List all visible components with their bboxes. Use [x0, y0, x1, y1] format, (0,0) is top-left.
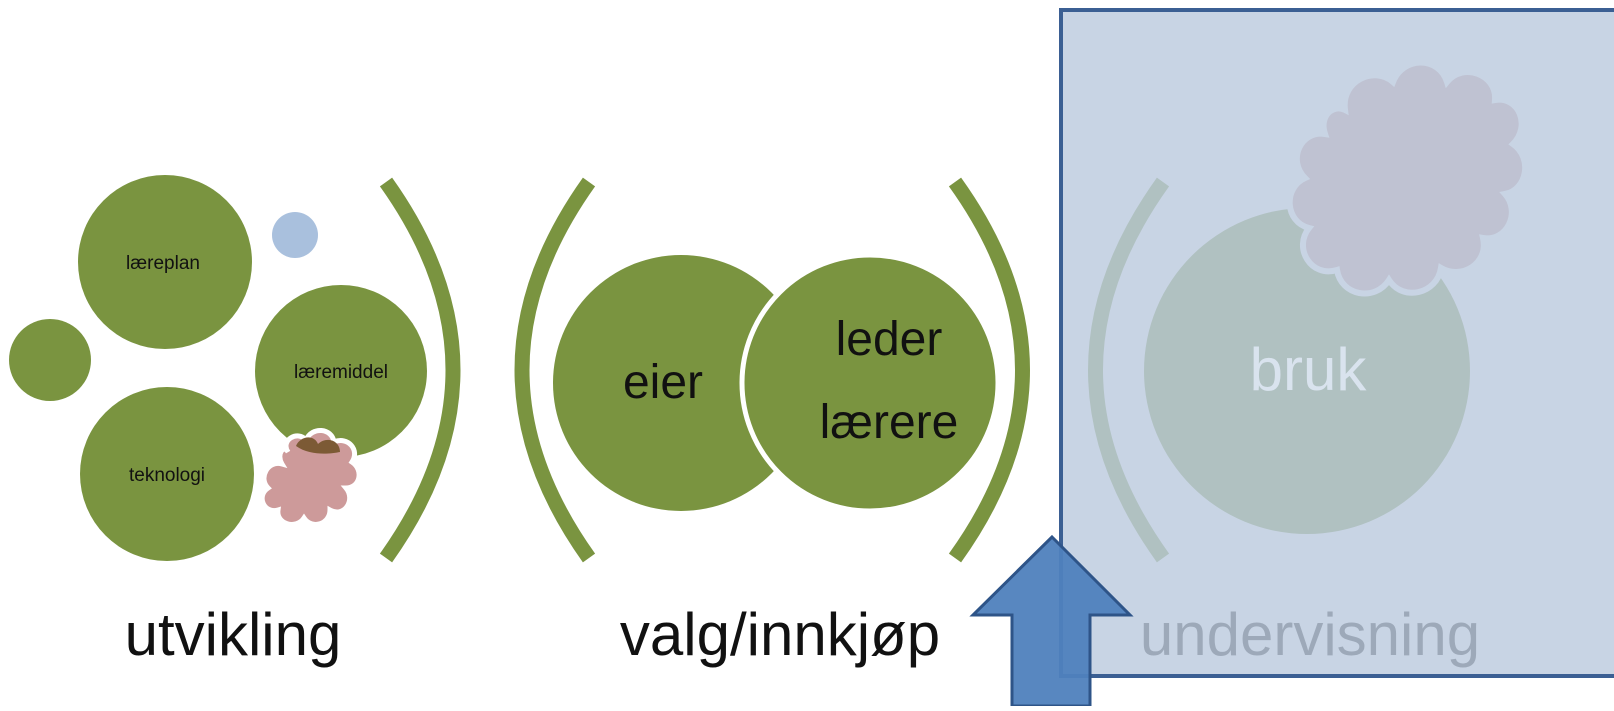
- closing-bracket-2: [948, 177, 1030, 563]
- label-laereplan: læreplan: [126, 253, 200, 274]
- circle-leder-laerere: [739, 252, 1001, 514]
- stage-label-valg-innkjop: valg/innkjøp: [620, 601, 940, 668]
- stage-procurement: eier leder lærere valg/innkjøp: [514, 177, 1030, 668]
- stage-development: læreplan læremiddel teknologi utvikling: [9, 175, 461, 668]
- small-green-circle: [9, 319, 91, 401]
- label-laerere: lærere: [820, 396, 959, 449]
- label-leder: leder: [836, 313, 943, 366]
- circle-teknologi: [80, 387, 254, 561]
- circle-eier: [553, 255, 809, 511]
- label-bruk: bruk: [1250, 336, 1368, 403]
- circle-laeremiddel: [255, 285, 427, 457]
- pink-cloud-shape: [259, 428, 362, 527]
- circle-laereplan: [78, 175, 252, 349]
- closing-bracket-1: [379, 177, 461, 563]
- label-laeremiddel: læremiddel: [294, 362, 388, 383]
- highlight-overlay-box: [1059, 8, 1614, 678]
- stage-label-utvikling: utvikling: [125, 601, 342, 668]
- opening-bracket-2: [514, 177, 596, 563]
- small-blue-circle: [272, 212, 318, 258]
- label-teknologi: teknologi: [129, 465, 205, 486]
- label-eier: eier: [623, 356, 703, 409]
